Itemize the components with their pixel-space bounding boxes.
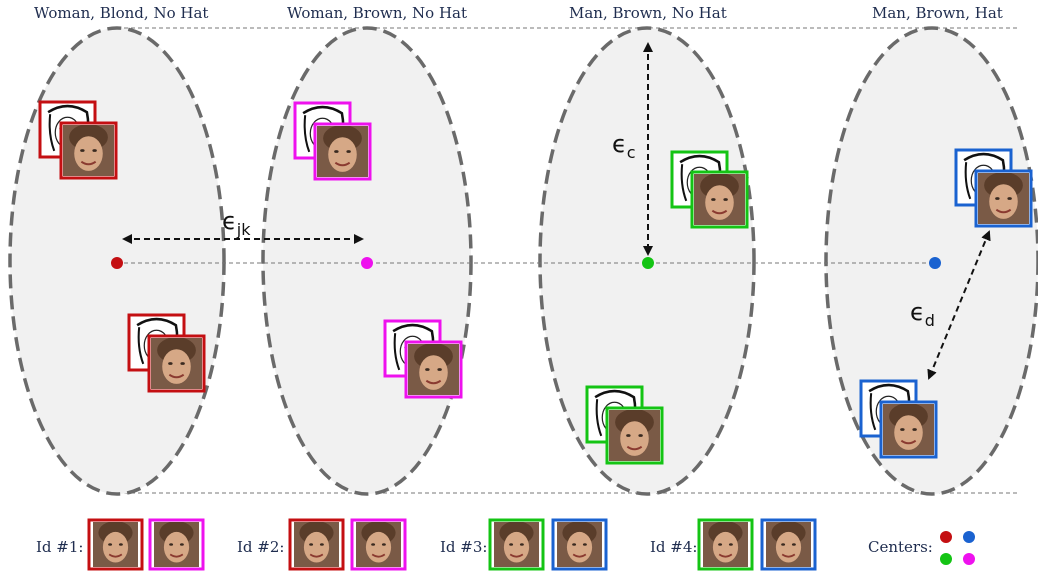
face-photo-icon — [92, 522, 139, 567]
face-pair — [38, 100, 118, 180]
face-photo-icon — [151, 338, 202, 389]
legend-center-dot-green — [940, 553, 952, 565]
center-dot-man-brown-hat — [929, 257, 941, 269]
face-photo-icon — [153, 522, 200, 567]
center-dot-woman-blond — [111, 257, 123, 269]
epsilon-c-label: ϵc — [612, 130, 636, 162]
face-pair — [383, 319, 463, 399]
legend-id3-thumbs — [488, 518, 608, 571]
legend-center-dot-blue — [963, 531, 975, 543]
face-pair — [859, 379, 938, 459]
face-pair — [585, 385, 664, 465]
face-photo-icon — [883, 404, 934, 455]
legend-id1-thumbs — [87, 518, 205, 571]
legend-id2-thumbs — [288, 518, 407, 571]
cluster-label-man-brown-hat: Man, Brown, Hat — [872, 4, 1003, 22]
face-photo-icon — [702, 522, 749, 567]
face-pair — [954, 148, 1033, 228]
cluster-label-woman-blond-no-hat: Woman, Blond, No Hat — [34, 4, 209, 22]
face-photo-icon — [609, 410, 660, 461]
face-photo-icon — [293, 522, 340, 567]
legend-id3-label: Id #3: — [440, 538, 488, 556]
face-pair — [293, 101, 372, 181]
face-photo-icon — [556, 522, 603, 567]
epsilon-d-label: ϵd — [910, 298, 935, 330]
face-pair — [127, 313, 206, 393]
epsilon-jk-label: ϵjk — [222, 207, 251, 239]
face-photo-icon — [493, 522, 540, 567]
face-photo-icon — [317, 126, 368, 177]
face-photo-icon — [765, 522, 812, 567]
legend-id4-label: Id #4: — [650, 538, 698, 556]
epsilon-d-arrow — [927, 230, 991, 380]
center-dot-man-brown-no-hat — [642, 257, 654, 269]
face-photo-icon — [355, 522, 402, 567]
face-photo-icon — [694, 174, 745, 225]
legend-centers-label: Centers: — [868, 538, 933, 556]
legend-id4-thumbs — [697, 518, 817, 571]
legend-id1-label: Id #1: — [36, 538, 84, 556]
face-photo-icon — [63, 125, 114, 176]
face-pair — [670, 150, 749, 229]
legend-id2-label: Id #2: — [237, 538, 285, 556]
center-dot-woman-brown — [361, 257, 373, 269]
cluster-label-man-brown-no-hat: Man, Brown, No Hat — [569, 4, 727, 22]
legend-center-dot-magenta — [963, 553, 975, 565]
cluster-label-woman-brown-no-hat: Woman, Brown, No Hat — [287, 4, 468, 22]
face-photo-icon — [978, 173, 1029, 224]
face-photo-icon — [408, 344, 459, 395]
legend-center-dot-red — [940, 531, 952, 543]
